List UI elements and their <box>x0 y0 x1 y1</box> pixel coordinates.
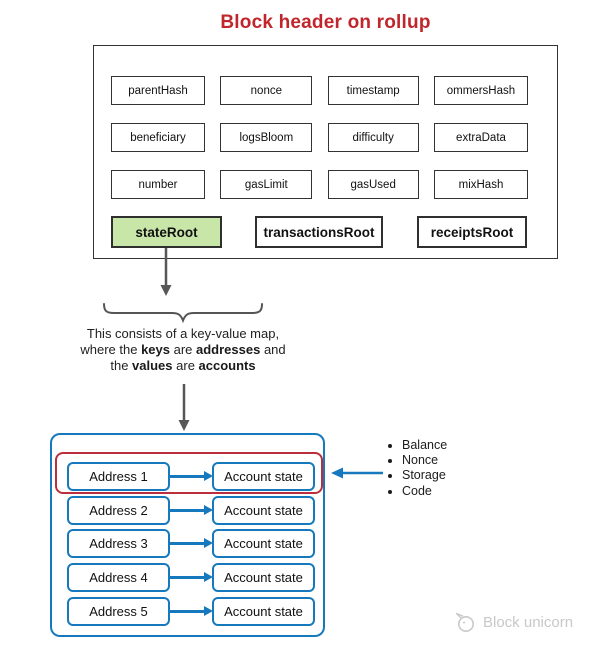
address-box: Address 2 <box>67 496 170 525</box>
address-box: Address 1 <box>67 462 170 491</box>
field-box-mixhash: mixHash <box>433 170 528 199</box>
account-state-box: Account state <box>212 462 315 491</box>
annotation-line-3: the values are accounts <box>110 358 256 373</box>
field-box-parenthash: parentHash <box>111 76 205 105</box>
state-map-row-4: Address 4 Account state <box>67 563 315 592</box>
arrow-left-to-address-row-icon <box>331 467 383 479</box>
header-fields-row-3: number gasLimit gasUsed mixHash <box>111 170 528 199</box>
field-box-logsbloom: logsBloom <box>220 123 313 152</box>
field-box-stateroot-highlighted: stateRoot <box>111 216 222 248</box>
state-map-row-2: Address 2 Account state <box>67 496 315 525</box>
watermark: Block unicorn <box>453 610 573 634</box>
account-properties-list: Balance Nonce Storage Code <box>386 438 447 499</box>
field-box-receiptsroot: receiptsRoot <box>417 216 527 248</box>
field-box-timestamp: timestamp <box>327 76 419 105</box>
address-box: Address 3 <box>67 529 170 558</box>
highlighted-row-outline <box>55 452 323 494</box>
account-state-box: Account state <box>212 529 315 558</box>
state-map-row-1: Address 1 Account state <box>67 462 315 491</box>
field-box-number: number <box>111 170 205 199</box>
account-state-box: Account state <box>212 597 315 626</box>
watermark-label: Block unicorn <box>483 613 574 631</box>
diagram-title: Block header on rollup <box>220 12 431 33</box>
list-item: Code <box>402 484 447 499</box>
annotation-line-2: where the keys are addresses and <box>80 342 286 357</box>
annotation-line-1: This consists of a key-value map, <box>86 326 280 341</box>
state-map-annotation: This consists of a key-value map, where … <box>63 326 303 374</box>
unicorn-icon <box>455 612 474 632</box>
account-state-box: Account state <box>212 563 315 592</box>
state-map-row-5: Address 5 Account state <box>67 597 315 626</box>
field-box-difficulty: difficulty <box>327 123 419 152</box>
header-fields-row-1: parentHash nonce timestamp ommersHash <box>111 76 528 105</box>
field-box-nonce: nonce <box>220 76 313 105</box>
address-box: Address 5 <box>67 597 170 626</box>
field-box-gaslimit: gasLimit <box>220 170 313 199</box>
arrow-down-to-state-map-icon <box>178 384 190 431</box>
arrow-right-icon <box>170 563 213 592</box>
field-box-beneficiary: beneficiary <box>111 123 205 152</box>
address-box: Address 4 <box>67 563 170 592</box>
header-fields-row-2: beneficiary logsBloom difficulty extraDa… <box>111 123 528 152</box>
account-state-box: Account state <box>212 496 315 525</box>
list-item: Storage <box>402 468 447 483</box>
arrow-right-icon <box>170 597 213 626</box>
state-map-row-3: Address 3 Account state <box>67 529 315 558</box>
arrow-right-icon <box>170 529 213 558</box>
curly-brace-icon <box>103 303 263 324</box>
arrow-right-icon <box>170 496 213 525</box>
field-box-transactionsroot: transactionsRoot <box>255 216 383 248</box>
field-box-gasused: gasUsed <box>327 170 419 199</box>
list-item: Nonce <box>402 453 447 468</box>
arrow-right-icon <box>170 462 213 491</box>
field-box-ommershash: ommersHash <box>433 76 528 105</box>
list-item: Balance <box>402 438 447 453</box>
field-box-extradata: extraData <box>433 123 528 152</box>
